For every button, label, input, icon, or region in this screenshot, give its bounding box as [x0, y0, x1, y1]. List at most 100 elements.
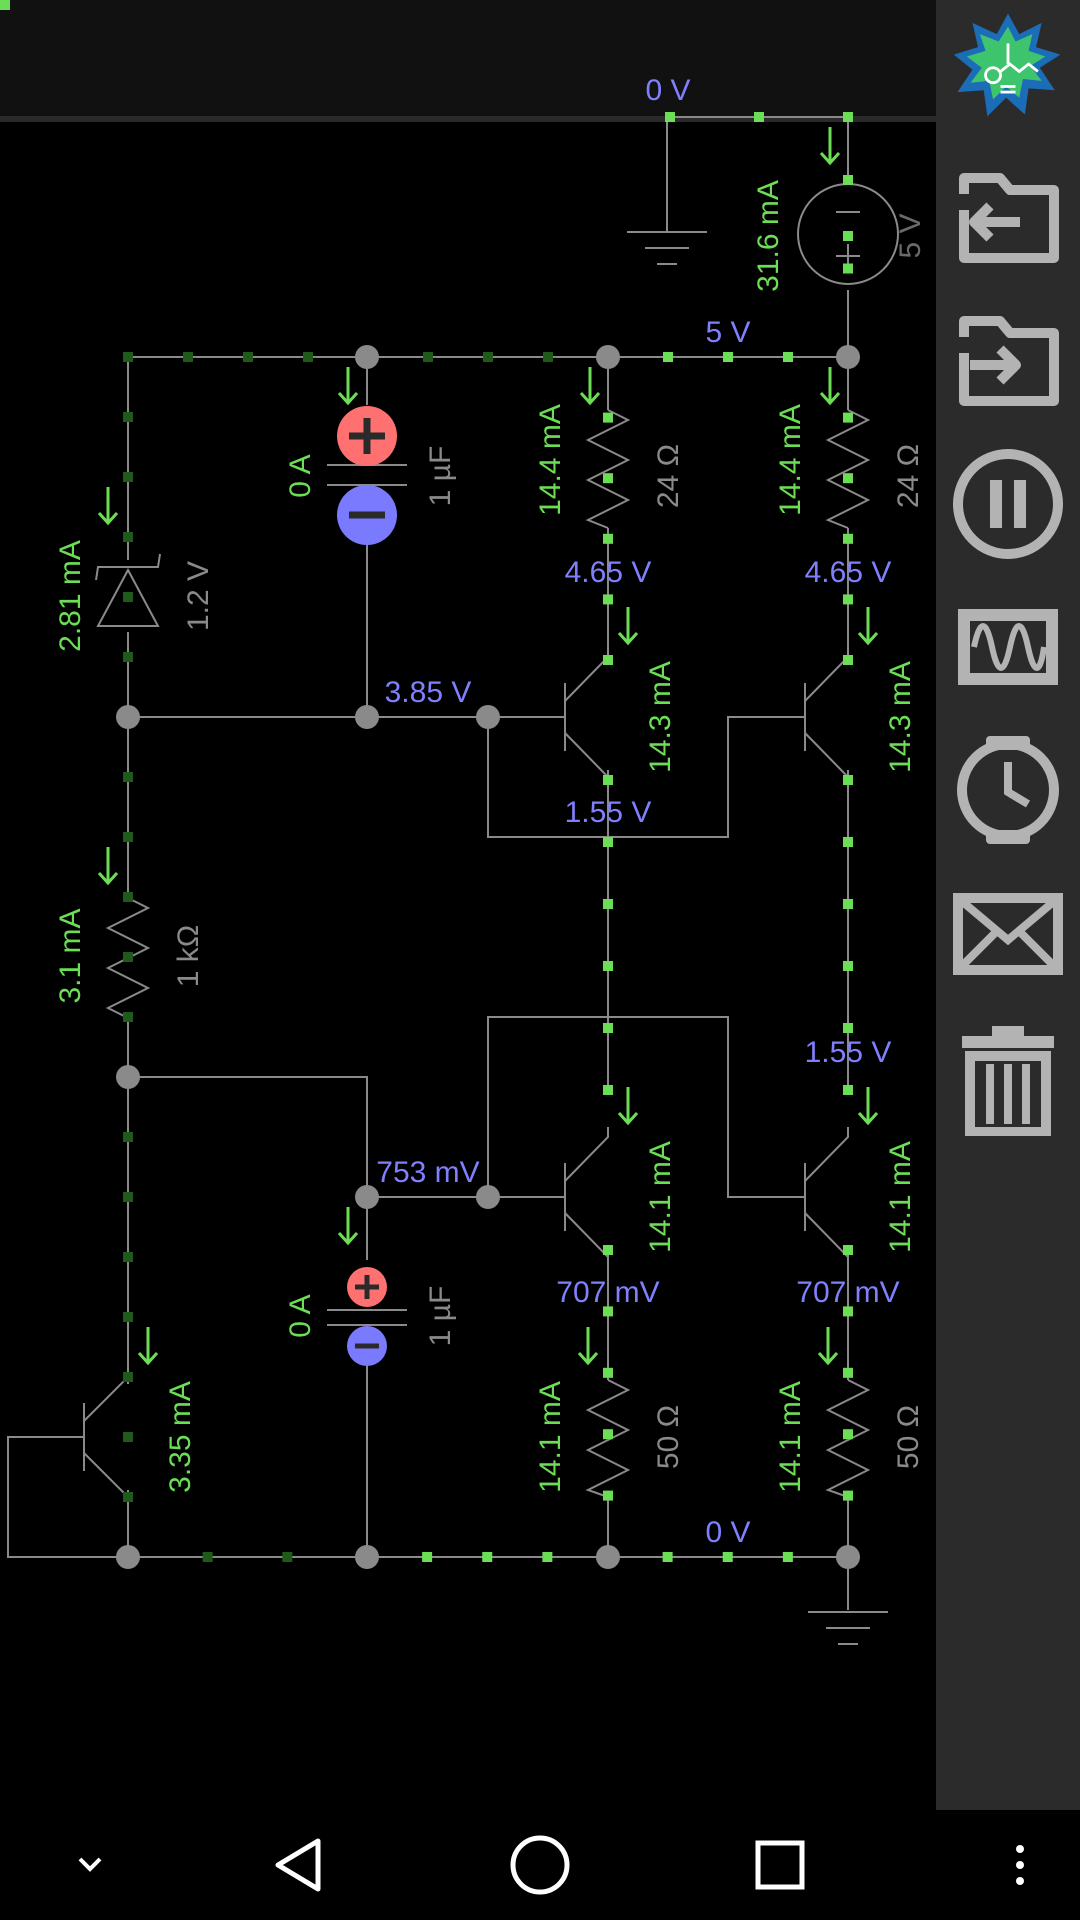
mail-icon[interactable] [950, 876, 1066, 992]
current-dot [843, 1429, 853, 1440]
voltage-q3-emitter: 707 mV [556, 1276, 659, 1309]
current-dot [665, 112, 675, 122]
current-dot [603, 655, 613, 665]
current-dot [123, 592, 133, 602]
current-dot [123, 772, 133, 782]
scope-icon[interactable] [950, 589, 1066, 705]
current-r-top-right: 14.4 mA [774, 404, 807, 516]
voltage-top-gnd: 0 V [645, 74, 690, 107]
zener-diode[interactable] [95, 553, 161, 627]
current-dot [843, 1085, 853, 1095]
capacitor-top[interactable] [327, 406, 407, 545]
circuit-node [836, 345, 860, 369]
circuit-node [836, 1545, 860, 1569]
voltage-rail-5v: 5 V [705, 316, 750, 349]
value-zener: 1.2 V [182, 561, 215, 631]
current-zener: 2.81 mA [54, 540, 87, 652]
title-bar [0, 0, 936, 122]
voltage-q4-collector: 1.55 V [805, 1036, 892, 1069]
current-dot [843, 837, 853, 847]
back-icon[interactable] [250, 1810, 350, 1920]
transistor-2 [728, 647, 849, 787]
current-dot [123, 1192, 133, 1202]
current-cap-bottom: 0 A [284, 1294, 317, 1337]
ground-symbols [627, 231, 888, 1645]
current-dot [603, 1245, 613, 1255]
current-dot [603, 1085, 613, 1095]
value-r-bot-right: 50 Ω [892, 1405, 925, 1469]
current-cap-top: 0 A [284, 454, 317, 497]
current-dot [754, 112, 764, 122]
circuit-node [355, 1545, 379, 1569]
current-q2: 14.3 mA [884, 661, 917, 773]
current-arrow [819, 367, 841, 406]
current-q3: 14.1 mA [644, 1141, 677, 1253]
current-r-top-left: 14.4 mA [534, 404, 567, 516]
current-dot [603, 594, 613, 605]
current-arrow [579, 367, 601, 406]
import-icon[interactable] [950, 303, 1066, 419]
current-arrow [137, 1327, 159, 1366]
current-dot [123, 952, 133, 962]
current-r-bot-right: 14.1 mA [774, 1381, 807, 1493]
chevron-down-icon[interactable] [50, 1810, 130, 1920]
pause-icon[interactable] [950, 446, 1066, 562]
current-q4: 14.1 mA [884, 1141, 917, 1253]
circuit-node [355, 345, 379, 369]
voltage-bottom-gnd: 0 V [705, 1516, 750, 1549]
current-dot [123, 532, 133, 542]
circuit-node [355, 705, 379, 729]
clock-icon[interactable] [950, 732, 1066, 848]
value-cap-top: 1 µF [424, 446, 457, 507]
navigation-bar [0, 1810, 1080, 1920]
current-dot [603, 1306, 613, 1317]
resistor-bottom-right [825, 1379, 871, 1498]
current-dot [843, 473, 853, 484]
current-dot [843, 175, 853, 185]
transistor-4 [728, 1127, 849, 1267]
home-icon[interactable] [490, 1810, 590, 1920]
voltage-q1-base: 3.85 V [385, 676, 472, 709]
current-dot [123, 472, 133, 482]
circuit-node [476, 1185, 500, 1209]
current-dot [603, 1023, 613, 1033]
circuit-node [596, 345, 620, 369]
resistor-bottom-left [585, 1379, 631, 1498]
export-icon[interactable] [950, 160, 1066, 276]
current-dot [723, 352, 733, 362]
current-dot [183, 352, 193, 362]
current-dot [123, 1132, 133, 1142]
current-dot [843, 1023, 853, 1033]
current-dot [843, 412, 853, 423]
current-dot [123, 1252, 133, 1262]
current-dot [123, 352, 133, 362]
current-dot [603, 1429, 613, 1440]
current-arrow [97, 487, 119, 526]
circuit-canvas[interactable]: 0 V 5 V 4.65 V 4.65 V 3.85 V 1.55 V 1.55… [0, 0, 936, 1810]
current-dot [603, 1367, 613, 1378]
current-dot [123, 1372, 133, 1382]
resistor-top-left [585, 409, 631, 529]
resistor-top-right [825, 409, 871, 529]
resistors[interactable] [105, 409, 871, 1498]
current-dot [123, 832, 133, 842]
current-dot [123, 1432, 133, 1442]
voltage-q1-collector: 4.65 V [565, 556, 652, 589]
source-voltage-label: 5 V [894, 213, 927, 258]
current-dot [603, 412, 613, 423]
value-r-1k: 1 kΩ [172, 925, 205, 987]
current-r-bot-left: 14.1 mA [534, 1381, 567, 1493]
capacitor-bottom[interactable] [327, 1267, 407, 1366]
current-r-1k: 3.1 mA [54, 908, 87, 1003]
transistor-3 [488, 1127, 609, 1267]
current-dot [843, 1490, 853, 1501]
more-vert-icon[interactable] [990, 1810, 1050, 1920]
current-dot [843, 1367, 853, 1378]
current-source: 31.6 mA [752, 180, 785, 292]
current-dot [843, 961, 853, 971]
trash-icon[interactable] [950, 1020, 1066, 1136]
recents-icon[interactable] [730, 1810, 830, 1920]
current-dot [542, 1552, 553, 1562]
circuit-logo-icon[interactable] [950, 6, 1066, 122]
current-dot [843, 899, 853, 909]
